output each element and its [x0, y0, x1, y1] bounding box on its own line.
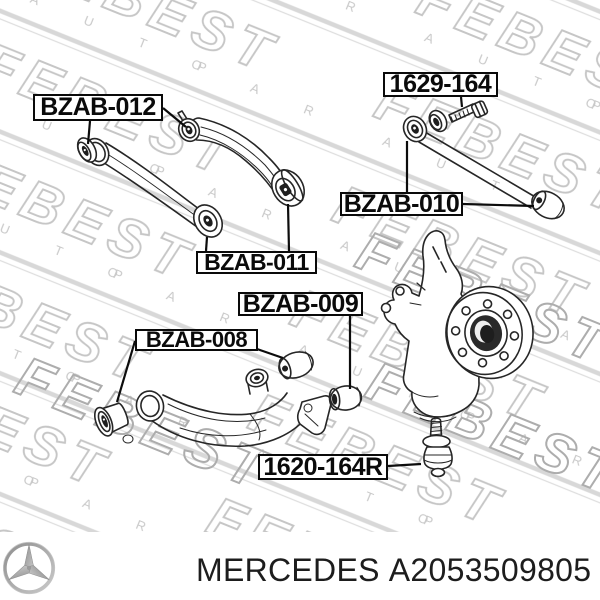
part-label-bzab-011: BZAB-011 — [196, 251, 317, 274]
rod-bushing-e — [402, 115, 428, 143]
leader-bzab008-h — [256, 347, 284, 360]
arm-top-eye — [245, 368, 269, 388]
part-label-bzab-012: BZAB-012 — [33, 94, 163, 121]
trailing-rod-drawing — [76, 137, 224, 238]
leader-1620164r — [387, 462, 422, 468]
footer-brand: MERCEDES — [196, 552, 380, 588]
leader-1629164 — [459, 96, 464, 108]
arm-bushing-g — [93, 402, 129, 437]
leader-bzab011-c — [204, 236, 209, 252]
part-label-bzab-010: BZAB-010 — [340, 191, 463, 216]
assist-rod-drawing — [402, 115, 565, 220]
cam-bolt-drawing — [428, 100, 489, 133]
leader-bzab010-f — [462, 202, 535, 208]
rod-bushing-f — [531, 190, 565, 220]
part-label-bzab-008: BZAB-008 — [135, 329, 258, 351]
knuckle-drawing — [380, 230, 480, 423]
washer — [428, 109, 448, 133]
part-label-1629-164: 1629-164 — [383, 72, 498, 97]
arm-bushing-a — [76, 137, 98, 163]
part-label-1620-164r: 1620-164R — [258, 454, 388, 480]
leader-lines — [86, 96, 535, 468]
float-bushing-i — [328, 385, 363, 411]
leader-bzab011-d — [286, 203, 291, 252]
leader-bzab012-a — [86, 120, 92, 145]
suspension-artwork — [76, 100, 565, 478]
ball-joint-drawing — [422, 417, 453, 478]
suspension-diagram-canvas: FEBEST A U T O P A R T S FEBEST FEBEST F… — [0, 0, 600, 532]
bolt-head — [470, 100, 489, 119]
hub-drawing — [445, 285, 534, 380]
arm-bushing-c — [192, 204, 224, 238]
leader-bzab008-g — [115, 340, 137, 403]
mercedes-star-icon — [3, 541, 56, 595]
arm-bushing-d — [270, 169, 306, 207]
part-label-bzab-009: BZAB-009 — [238, 291, 363, 316]
lower-arm-drawing — [93, 351, 363, 448]
footer-part-number: A2053509805 — [388, 552, 592, 588]
arm-front-eye — [135, 390, 165, 422]
leader-bzab012-b — [162, 107, 187, 128]
